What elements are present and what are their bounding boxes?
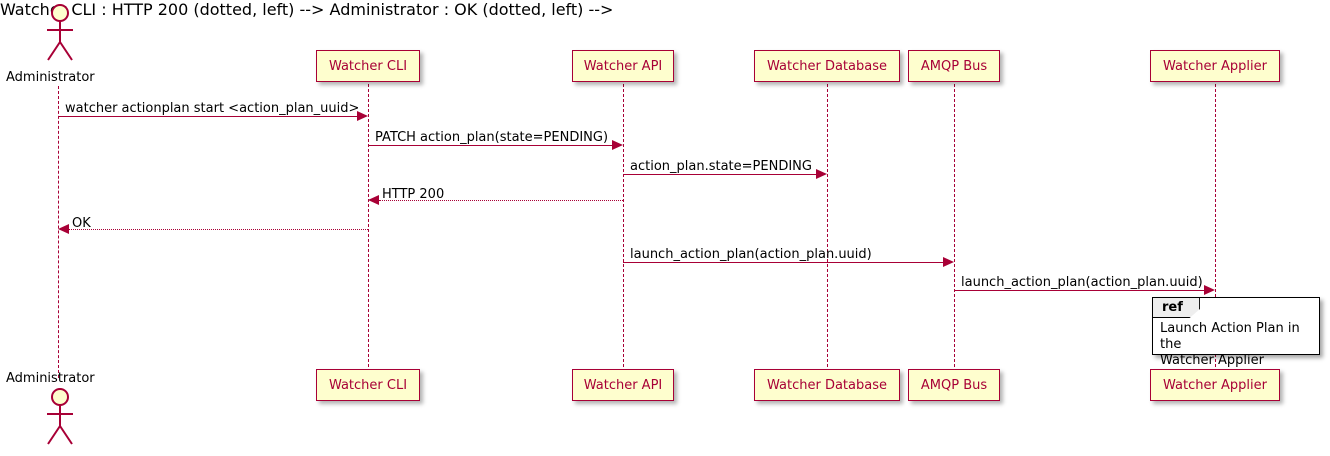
message-line-start-actionplan bbox=[58, 116, 357, 117]
lifeline-watcher-cli bbox=[368, 84, 369, 372]
participant-label-watcher-cli-bottom: Watcher CLI bbox=[328, 377, 408, 393]
actor-administrator-bottom bbox=[36, 386, 82, 452]
message-label-http-200: HTTP 200 bbox=[382, 187, 445, 202]
message-arrowhead-ok bbox=[58, 224, 69, 234]
message-label-action-plan-state-pending: action_plan.state=PENDING bbox=[630, 159, 812, 174]
participant-box-watcher-database-bottom[interactable]: Watcher Database bbox=[754, 369, 900, 401]
participant-label-watcher-database-bottom: Watcher Database bbox=[767, 377, 887, 393]
participant-label-watcher-applier-bottom: Watcher Applier bbox=[1163, 377, 1267, 393]
message-arrowhead-http-200 bbox=[368, 195, 379, 205]
actor-administrator-top bbox=[36, 2, 82, 68]
participant-box-watcher-api-bottom[interactable]: Watcher API bbox=[572, 369, 674, 401]
participant-label-watcher-database-top: Watcher Database bbox=[767, 58, 887, 74]
message-line-launch-action-plan-applier bbox=[954, 290, 1204, 291]
message-label-launch-action-plan-applier: launch_action_plan(action_plan.uuid) bbox=[961, 275, 1203, 290]
message-line-patch-action-plan bbox=[368, 145, 612, 146]
participant-box-watcher-applier-top[interactable]: Watcher Applier bbox=[1150, 50, 1280, 82]
lifeline-watcher-applier bbox=[1215, 84, 1216, 372]
ref-fragment-text: Launch Action Plan in the Watcher Applie… bbox=[1160, 321, 1300, 368]
lifeline-watcher-api bbox=[623, 84, 624, 372]
participant-label-watcher-cli-top: Watcher CLI bbox=[328, 58, 408, 74]
message-label-start-actionplan: watcher actionplan start <action_plan_uu… bbox=[65, 101, 360, 116]
participant-box-watcher-database-top[interactable]: Watcher Database bbox=[754, 50, 900, 82]
actor-label-administrator-bottom: Administrator bbox=[6, 371, 95, 386]
actor-label-administrator-top: Administrator bbox=[6, 70, 95, 85]
participant-label-amqp-bus-bottom: AMQP Bus bbox=[920, 377, 988, 393]
message-line-launch-action-plan-bus bbox=[623, 262, 943, 263]
message-label-patch-action-plan: PATCH action_plan(state=PENDING) bbox=[375, 130, 609, 145]
participant-box-amqp-bus-top[interactable]: AMQP Bus bbox=[908, 50, 1000, 82]
participant-label-watcher-applier-top: Watcher Applier bbox=[1163, 58, 1267, 74]
message-label-launch-action-plan-bus: launch_action_plan(action_plan.uuid) bbox=[630, 247, 872, 262]
message-line-action-plan-state-pending bbox=[623, 174, 816, 175]
participant-box-amqp-bus-bottom[interactable]: AMQP Bus bbox=[908, 369, 1000, 401]
participant-box-watcher-applier-bottom[interactable]: Watcher Applier bbox=[1150, 369, 1280, 401]
actor-stick-figure-icon bbox=[47, 388, 73, 445]
actor-stick-figure-icon bbox=[47, 4, 73, 61]
message-label-ok: OK bbox=[72, 216, 91, 231]
participant-box-watcher-cli-bottom[interactable]: Watcher CLI bbox=[316, 369, 420, 401]
lifeline-watcher-database bbox=[827, 84, 828, 372]
message-line-ok bbox=[69, 229, 368, 230]
participant-box-watcher-api-top[interactable]: Watcher API bbox=[572, 50, 674, 82]
ref-fragment-keyword: ref bbox=[1153, 298, 1200, 318]
participant-box-watcher-cli-top[interactable]: Watcher CLI bbox=[316, 50, 420, 82]
lifeline-amqp-bus bbox=[954, 84, 955, 372]
participant-label-watcher-api-bottom: Watcher API bbox=[583, 377, 663, 393]
message-arrowhead-launch-action-plan-bus bbox=[943, 257, 954, 267]
message-arrowhead-launch-action-plan-applier bbox=[1204, 285, 1215, 295]
participant-label-watcher-api-top: Watcher API bbox=[583, 58, 663, 74]
message-arrowhead-action-plan-state-pending bbox=[816, 169, 827, 179]
participant-label-amqp-bus-top: AMQP Bus bbox=[920, 58, 988, 74]
message-arrowhead-patch-action-plan bbox=[612, 140, 623, 150]
message-arrowhead-start-actionplan bbox=[357, 111, 368, 121]
message-line-http-200 bbox=[379, 200, 623, 201]
ref-fragment-launch-action-plan: ref Launch Action Plan in the Watcher Ap… bbox=[1152, 297, 1320, 368]
